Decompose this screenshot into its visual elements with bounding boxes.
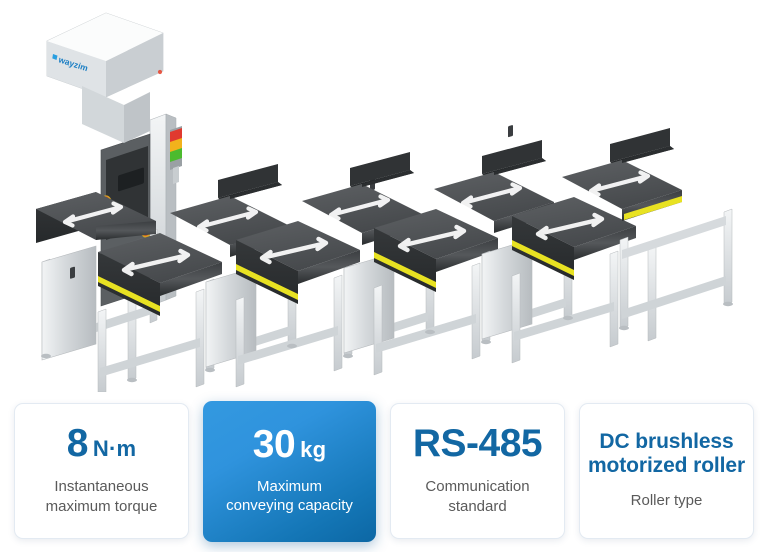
direction-arrow: [588, 170, 651, 197]
direction-arrow: [328, 194, 391, 221]
spec-unit: kg: [300, 436, 327, 462]
conveyor-sorter-drawing: wayzim: [36, 12, 733, 392]
spec-label: Communication standard: [425, 477, 529, 515]
spec-card-roller-type[interactable]: DC brushless motorized roller Roller typ…: [579, 403, 754, 539]
spec-unit: N·m: [92, 436, 137, 462]
spec-value: RS-485: [412, 422, 543, 466]
direction-arrow: [196, 206, 259, 233]
conveyor-assembly: [36, 125, 733, 392]
spec-value: DC brushless motorized roller: [587, 430, 746, 478]
spec-card-communication-standard[interactable]: RS-485 Communication standard: [390, 403, 565, 539]
spec-value-group: 30 kg: [253, 425, 326, 464]
spec-value-group: 8 N·m: [67, 424, 137, 463]
conveyor-module-back-5: [562, 128, 733, 342]
cabinet-latch: [508, 125, 513, 138]
spec-value-group: RS-485: [412, 422, 543, 466]
spec-label: Roller type: [630, 491, 703, 509]
conveyor-module-front-4: [511, 197, 636, 364]
direction-arrow: [62, 201, 124, 228]
stack-light: [170, 126, 182, 184]
spec-label-line2: conveying capacity: [226, 497, 353, 514]
spec-label-line1: Maximum: [256, 477, 322, 495]
product-illustration: wayzim: [36, 12, 733, 392]
direction-arrow: [397, 224, 467, 253]
spec-card-row: 8 N·m Instantaneous maximum torque 30 kg…: [0, 396, 768, 546]
spec-label-line1: Instantaneous: [54, 478, 149, 496]
conveyor-module-back-3: [302, 152, 435, 358]
spec-value: 8: [66, 422, 89, 466]
spec-label-line2: maximum torque: [45, 497, 158, 515]
direction-arrow: [121, 248, 191, 277]
direction-arrow: [259, 236, 329, 265]
spec-card-maximum-conveying-capacity[interactable]: 30 kg Maximum conveying capacity: [203, 400, 376, 542]
laser-indicator: [157, 69, 163, 75]
spec-label-line1: Communication: [425, 478, 530, 496]
spec-value: 30: [252, 422, 296, 466]
direction-arrow: [460, 182, 523, 209]
conveyor-module-front-3: [373, 209, 498, 376]
spec-card-instantaneous-maximum-torque[interactable]: 8 N·m Instantaneous maximum torque: [14, 403, 189, 539]
cabinet-latch: [70, 266, 75, 279]
spec-label: Instantaneous maximum torque: [46, 477, 158, 515]
conveyor-module-front-1: [97, 233, 222, 392]
spec-label-line2: standard: [448, 497, 507, 515]
spec-label: Maximum conveying capacity: [226, 477, 353, 515]
leveling-feet: [41, 301, 733, 383]
scanner-head: wayzim: [46, 12, 164, 143]
direction-arrow: [535, 212, 605, 241]
